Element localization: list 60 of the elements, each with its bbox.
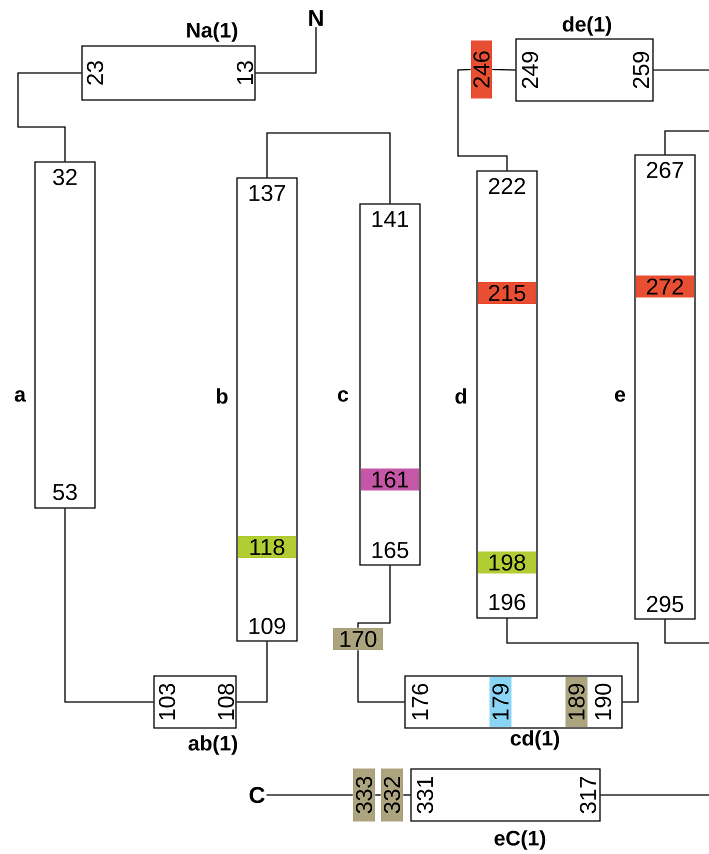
residue-number: 103 [158,684,176,720]
residue-number: 331 [416,776,434,814]
terminus-label: C [250,786,265,804]
loop-title: eC(1) [494,830,546,850]
connector-line [375,794,381,796]
residue-number: 196 [490,594,526,610]
highlighted-residue: 332 [381,768,403,822]
highlighted-residue: 246 [471,40,492,98]
helix-label: c [338,390,348,402]
connector-line [664,130,709,154]
connector-line [664,620,709,644]
connector-line [457,68,508,170]
terminus-label: N [309,10,323,26]
residue-number: 23 [86,61,104,85]
connector-line [357,650,404,703]
highlighted-residue: 179 [490,677,512,727]
residue-number: 190 [594,684,612,720]
connector-line [600,794,709,796]
residue-number: 137 [250,184,286,202]
residue-number: 249 [522,52,538,88]
loop-title: de(1) [562,16,612,36]
connector-line [357,566,391,628]
highlighted-residue: 189 [566,677,588,727]
connector-line [236,642,268,703]
connector-line [17,72,82,162]
residue-number: 176 [412,684,428,720]
residue-number: 259 [632,52,650,88]
connector-line [256,27,317,74]
highlighted-residue: 272 [636,276,694,298]
residue-number: 295 [646,596,684,612]
highlighted-residue: 170 [333,628,383,650]
residue-number: 13 [236,61,254,84]
residue-number: 141 [372,211,408,227]
helix-label: a [14,390,26,402]
connector-line [492,68,516,71]
loop-title: ab(1) [188,735,238,755]
connector-line [506,618,639,703]
connector-line [266,794,353,796]
helix-label: b [216,388,228,404]
helix-label: d [455,388,466,404]
highlighted-residue: 118 [238,536,296,558]
highlighted-residue: 333 [353,768,375,822]
residue-number: 108 [218,684,234,720]
residue-number: 317 [580,776,596,814]
highlighted-residue: 198 [478,552,536,574]
residue-number: 32 [53,168,77,186]
loop-title: cd(1) [510,730,560,750]
connector-line [403,794,410,796]
residue-number: 53 [53,484,77,500]
residue-number: 109 [250,618,286,634]
residue-number: 222 [488,178,526,194]
highlighted-residue: 215 [478,282,536,304]
helix-label: e [614,390,626,402]
residue-number: 267 [646,162,684,178]
residue-number: 165 [372,542,408,558]
connector-line [266,132,391,204]
connector-line [654,69,709,71]
connector-line [64,508,154,703]
highlighted-residue: 161 [361,468,419,490]
loop-title: Na(1) [187,22,238,42]
